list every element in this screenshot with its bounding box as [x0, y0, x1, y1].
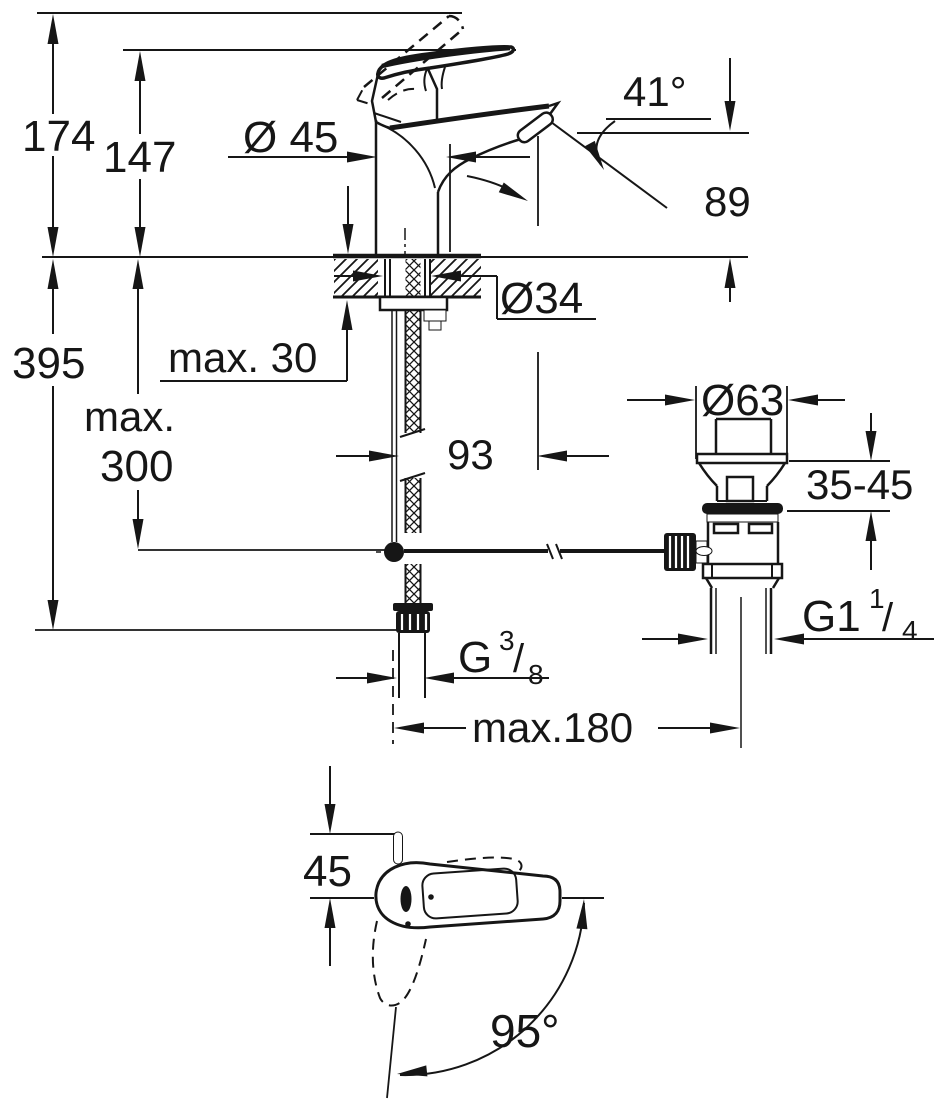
dim-aerator-angle-label: 41° — [623, 68, 687, 115]
dim-handle-width-label: 45 — [303, 847, 352, 896]
lever-tip-plan — [393, 831, 403, 865]
dimension-41deg: 41° — [550, 68, 749, 209]
dim-total-height-label: 174 — [22, 112, 95, 161]
flow-arrowhead — [498, 182, 528, 201]
head-right-edge — [426, 68, 439, 121]
swing-arc — [399, 902, 585, 1077]
dim-supply-thread-sup: 3 — [499, 625, 515, 656]
installation-section — [376, 259, 664, 698]
dimension-max180: max.180 — [392, 650, 740, 751]
dimension-max30: max. 30 — [160, 186, 354, 382]
dim-spout-outlet-height-label: 89 — [704, 178, 751, 225]
dim-handle-swing-angle-label: 95° — [490, 1005, 560, 1057]
aerator — [516, 111, 555, 144]
lever-raised-dashed — [356, 14, 465, 105]
rod-adjuster-knurl — [664, 533, 696, 571]
handle-swung-dashed — [371, 920, 427, 1007]
dimension-93: 93 — [336, 136, 609, 478]
dimension-waste-thread: G1 1 / 4 — [642, 583, 934, 646]
clamp-ring — [702, 503, 783, 514]
dimension-174: 174 — [22, 14, 95, 257]
dim-waste-thread-slash: / — [882, 596, 894, 640]
rod-ball-joint — [384, 542, 404, 562]
locknut — [378, 295, 449, 312]
dim-supply-thread-base: G — [458, 633, 492, 682]
dim-tap-hole-diameter-label: Ø34 — [500, 274, 583, 323]
dim-rod-projection-label: max.180 — [472, 704, 633, 751]
dimension-supply-thread: G 3 / 8 — [336, 625, 549, 690]
break-mark — [399, 428, 426, 438]
dim-waste-thread-base: G1 — [802, 592, 861, 641]
break-mark — [399, 472, 426, 482]
waste-nut — [701, 562, 784, 580]
flex-hose — [399, 259, 426, 603]
dim-total-depth-label: 395 — [12, 339, 85, 388]
plug-pin — [725, 475, 755, 503]
head-left-edge — [370, 73, 380, 123]
dimension-body-diameter: Ø 45 — [228, 113, 530, 163]
dim-supply-thread-slash: / — [513, 637, 525, 681]
spout-top-edge — [389, 103, 550, 131]
dim-lever-height-label: 147 — [103, 133, 176, 182]
dimension-395: 395 — [12, 259, 398, 631]
supply-pipe-end — [393, 603, 433, 698]
dimension-89: 89 — [704, 58, 751, 302]
dimension-hole-diameter: Ø34 — [334, 270, 596, 323]
dimension-max300: max. 300 — [84, 259, 386, 551]
overflow-slot — [712, 522, 740, 535]
dim-supply-thread-sub: 8 — [528, 659, 544, 690]
dim-body-diameter-label: Ø 45 — [243, 113, 338, 162]
dim-deck-thickness-label: max. 30 — [168, 334, 317, 381]
dim-waste-thread-sup: 1 — [869, 583, 885, 614]
dimension-waste-flange: Ø63 — [627, 376, 845, 459]
dim-waste-thread-sub: 4 — [902, 615, 918, 646]
dim-spout-reach-label: 93 — [447, 431, 494, 478]
handle-hole — [400, 886, 412, 912]
dim-basin-thickness-label: 35-45 — [806, 461, 913, 508]
dim-waste-flange-diameter-label: Ø63 — [701, 376, 784, 425]
dimension-35-45: 35-45 — [787, 413, 913, 570]
dimension-147: 147 — [103, 51, 176, 257]
waste-set — [664, 417, 789, 748]
lever-closed — [376, 45, 516, 80]
handle-plan-view: 45 95° — [303, 766, 604, 1099]
dim-hose-length-label-2: 300 — [100, 442, 173, 491]
dim-hose-length-label-1: max. — [84, 393, 175, 440]
faucet-side-view — [356, 14, 562, 256]
overflow-slot — [747, 522, 774, 535]
waste-flange — [695, 452, 789, 465]
